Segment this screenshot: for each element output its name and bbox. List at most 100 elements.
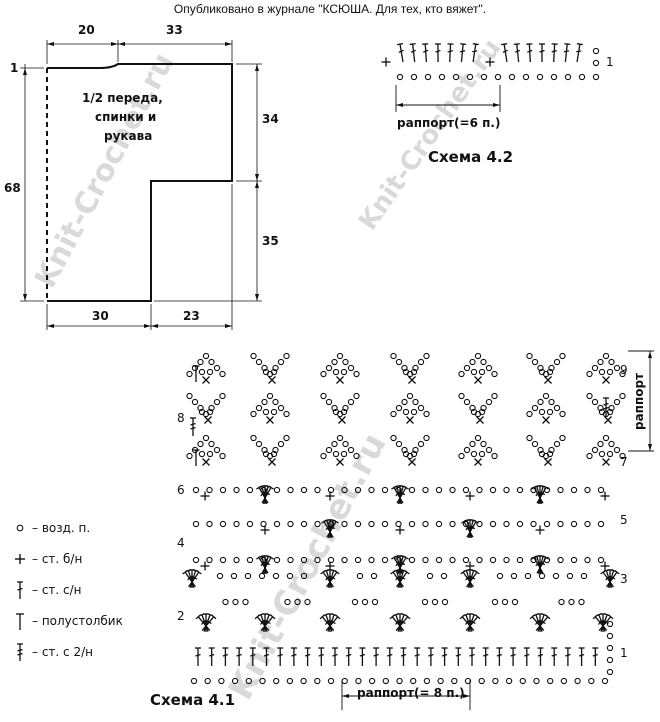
chain-stitch-mark: [422, 520, 429, 528]
chain-stitch-mark: [489, 486, 497, 494]
single-crochet-mark: [337, 415, 347, 425]
double-crochet-mark: [399, 647, 408, 667]
chain-stitch-mark: [233, 486, 240, 494]
chain-stitch-mark: [222, 598, 229, 606]
chain-stitch-mark: [233, 520, 240, 528]
chain-stitch-icon: [12, 521, 28, 535]
chain-stitch-mark: [356, 572, 364, 580]
chain-stitch-mark: [341, 677, 348, 685]
chain-stitch-mark: [233, 556, 240, 564]
double-crochet-mark: [509, 647, 517, 667]
chain-stitch-mark: [191, 398, 199, 406]
chain-stitch-mark: [331, 358, 338, 366]
chain-stitch-mark: [186, 452, 193, 460]
chain-stitch-mark: [277, 440, 285, 448]
chain-stitch-mark: [469, 440, 476, 448]
double-crochet-mark: [290, 647, 298, 667]
chain-stitch-mark: [417, 440, 425, 448]
chain-stitch-mark: [250, 434, 257, 442]
chain-stitch-mark: [261, 398, 268, 406]
single-crochet-mark: [335, 375, 345, 385]
chain-stitch-mark: [552, 572, 560, 580]
chain-stitch-mark: [422, 556, 429, 564]
single-crochet-mark: [199, 560, 211, 572]
chain-stitch-mark: [186, 370, 193, 378]
chain-stitch-mark: [449, 520, 456, 528]
row-number-1: 1: [620, 646, 628, 660]
chain-stitch-mark: [246, 486, 254, 494]
dim-left-tick: 1: [10, 61, 18, 75]
chain-stitch-mark: [395, 440, 403, 448]
chain-stitch-mark: [287, 486, 294, 494]
chain-stitch-mark: [591, 398, 599, 406]
chain-stitch-mark: [516, 556, 524, 564]
double-crochet-mark: [536, 647, 545, 667]
chain-stitch-mark: [463, 398, 471, 406]
chain-stitch-mark: [216, 572, 224, 580]
chain-stitch-mark: [505, 677, 513, 685]
chain-stitch-mark: [485, 446, 493, 454]
chain-stitch-mark: [566, 572, 574, 580]
chain-stitch-mark: [351, 598, 359, 606]
chain-stitch-mark: [206, 486, 213, 494]
chain-stitch-mark: [246, 556, 254, 564]
chain-stitch-mark: [300, 486, 308, 494]
chain-stitch-mark: [340, 368, 348, 376]
chain-stitch-mark: [501, 598, 509, 606]
single-crochet-mark: [541, 415, 551, 425]
chain-stitch-mark: [273, 677, 280, 685]
single-crochet-mark: [405, 415, 415, 425]
chain-stitch-mark: [553, 404, 561, 412]
chain-stitch-mark: [213, 398, 221, 406]
chain-stitch-mark: [470, 450, 478, 458]
chain-stitch-mark: [219, 392, 226, 400]
chain-stitch-mark: [606, 656, 614, 664]
row-number-2: 2: [177, 609, 185, 623]
treble-crochet-icon: [12, 642, 28, 662]
chain-stitch-mark: [423, 410, 430, 418]
chain-stitch-mark: [491, 392, 498, 400]
chain-stitch-mark: [553, 358, 561, 366]
dim-bottom-left: 30: [92, 309, 109, 323]
chain-stitch-mark: [219, 452, 226, 460]
chain-stitch-mark: [606, 668, 614, 676]
double-crochet-mark: [538, 43, 546, 63]
chain-stitch-mark: [588, 677, 595, 685]
chain-stitch-mark: [332, 368, 340, 376]
chain-stitch-mark: [332, 450, 340, 458]
chain-stitch-mark: [570, 486, 578, 494]
chain-stitch-mark: [553, 440, 561, 448]
chain-stitch-mark: [458, 392, 465, 400]
chain-stitch-mark: [519, 677, 526, 685]
dim-top-right: 33: [166, 23, 183, 37]
chain-stitch-mark: [560, 677, 568, 685]
chain-stitch-mark: [198, 368, 206, 376]
legend-label: – возд. п.: [32, 520, 91, 535]
chain-stitch-mark: [219, 556, 227, 564]
double-crochet-mark: [525, 43, 534, 63]
chain-stitch-mark: [347, 364, 355, 372]
chain-stitch-mark: [370, 572, 378, 580]
chain-stitch-mark: [478, 677, 485, 685]
chain-stitch-mark: [202, 434, 210, 442]
chain-stitch-mark: [353, 370, 360, 378]
chain-stitch-mark: [198, 450, 206, 458]
chain-stitch-mark: [242, 598, 249, 606]
chain-stitch-mark: [463, 446, 471, 454]
chain-stitch-mark: [557, 520, 564, 528]
row-number-6: 6: [177, 483, 185, 497]
chain-stitch-mark: [543, 520, 551, 528]
chain-stitch-mark: [417, 404, 425, 412]
row-number-5: 5: [620, 513, 628, 527]
chain-stitch-mark: [390, 434, 397, 442]
half-double-crochet-icon: [12, 611, 28, 631]
chain-stitch-mark: [524, 572, 532, 580]
double-crochet-mark: [194, 647, 202, 667]
chain-stitch-mark: [586, 452, 593, 460]
dim-bottom-right: 23: [183, 309, 200, 323]
chain-stitch-mark: [410, 73, 418, 81]
chain-stitch-mark: [325, 398, 333, 406]
chain-stitch-mark: [606, 644, 614, 652]
single-crochet-mark: [203, 415, 213, 425]
chain-stitch-mark: [526, 434, 533, 442]
